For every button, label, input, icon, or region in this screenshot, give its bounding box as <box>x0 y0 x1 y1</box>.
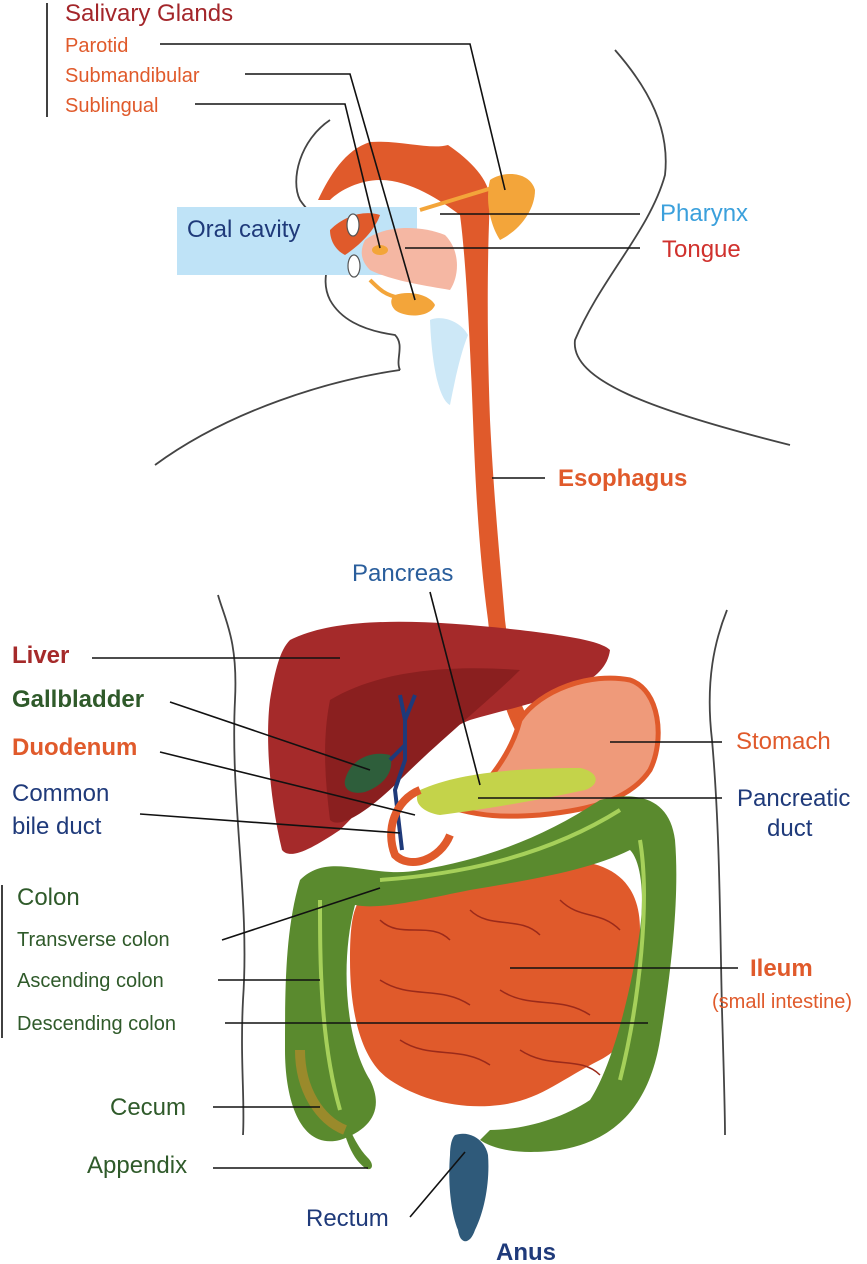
label-colon: Colon <box>17 884 80 911</box>
label-common-bile-duct-1: Common <box>12 780 109 807</box>
label-pharynx: Pharynx <box>660 200 748 227</box>
label-oral-cavity: Oral cavity <box>187 216 300 243</box>
trachea <box>430 318 468 405</box>
label-sublingual: Sublingual <box>65 95 158 117</box>
duodenum-shape <box>387 786 454 867</box>
label-ileum: Ileum <box>750 955 813 982</box>
torso-outline <box>217 594 728 1136</box>
lower-tooth <box>347 254 361 278</box>
label-anus: Anus <box>496 1239 556 1264</box>
colon-shape <box>285 796 677 1152</box>
label-salivary-glands: Salivary Glands <box>65 0 233 27</box>
label-esophagus: Esophagus <box>558 465 687 492</box>
label-duodenum: Duodenum <box>12 734 137 761</box>
appendix-shape <box>345 1130 372 1170</box>
labels: Salivary Glands Parotid Submandibular Su… <box>12 0 852 1264</box>
label-tongue: Tongue <box>662 236 741 263</box>
label-transverse-colon: Transverse colon <box>17 929 170 951</box>
rectum-shape <box>449 1133 489 1242</box>
label-common-bile-duct-2: bile duct <box>12 813 102 840</box>
label-gallbladder: Gallbladder <box>12 686 144 713</box>
label-appendix: Appendix <box>87 1152 187 1179</box>
label-liver: Liver <box>12 642 69 669</box>
label-pancreatic-duct-1: Pancreatic <box>737 785 850 812</box>
label-cecum: Cecum <box>110 1094 186 1121</box>
pancreas-shape <box>416 768 596 815</box>
label-pancreas: Pancreas <box>352 560 453 587</box>
label-ascending-colon: Ascending colon <box>17 970 164 992</box>
small-intestine-shape <box>350 860 642 1107</box>
label-descending-colon: Descending colon <box>17 1013 176 1035</box>
label-pancreatic-duct-2: duct <box>767 815 813 842</box>
label-stomach: Stomach <box>736 728 831 755</box>
label-rectum: Rectum <box>306 1205 389 1232</box>
label-small-intestine: (small intestine) <box>712 991 852 1013</box>
label-parotid: Parotid <box>65 35 128 57</box>
salivary-glands <box>368 174 535 316</box>
label-submandibular: Submandibular <box>65 65 200 87</box>
leader-lines <box>1 3 738 1218</box>
tongue-shape <box>361 228 457 290</box>
upper-tooth <box>346 213 360 237</box>
